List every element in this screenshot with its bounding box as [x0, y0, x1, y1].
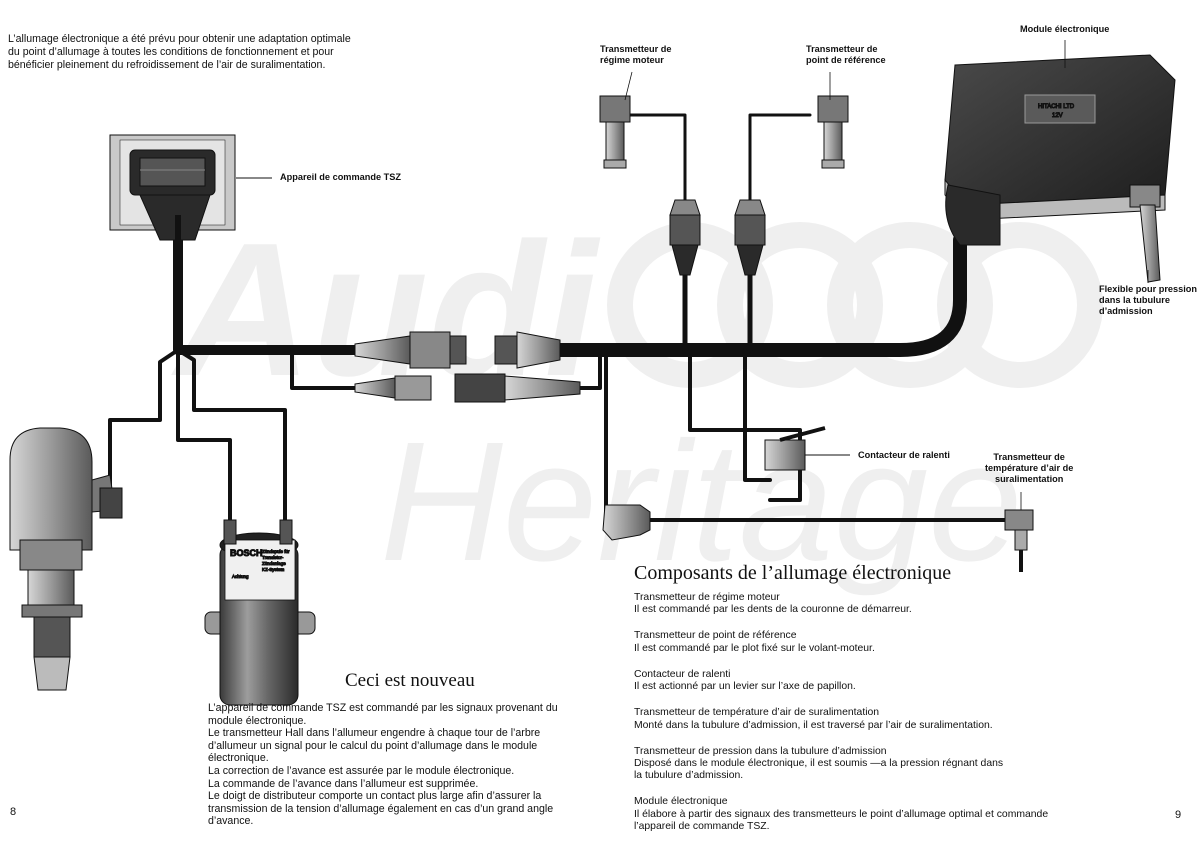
- label-engine-speed-sensor: Transmetteur de régime moteur: [600, 44, 672, 65]
- new-line-1: L’appareil de commande TSZ est commandé …: [208, 702, 558, 727]
- components-title: Composants de l’allumage électronique: [634, 562, 952, 584]
- intro-text: L’allumage électronique a été prévu pour…: [8, 33, 351, 71]
- label-temp-sensor: Transmetteur de température d’air de sur…: [985, 452, 1074, 484]
- coil-brand: BOSCH: [230, 548, 263, 558]
- module-plate-brand: HITACHI LTD: [1038, 104, 1075, 110]
- label-reference-sensor: Transmetteur de point de référence: [806, 44, 886, 65]
- temp-sensor: [602, 504, 1034, 572]
- coil-small-4: KZ-System: [262, 567, 285, 572]
- coil-small-3: Zündanlage: [262, 561, 286, 566]
- label-tsz-control-unit: Appareil de commande TSZ: [280, 172, 401, 182]
- ignition-coil: BOSCH Zündspule für Transistor- Zündanla…: [204, 519, 316, 706]
- electronic-module: HITACHI LTD 12V: [944, 54, 1176, 283]
- harness-connectors: [354, 331, 581, 403]
- new-section-body: L’appareil de commande TSZ est commandé …: [208, 702, 568, 828]
- component-item: Transmetteur de température d’air de sur…: [634, 707, 993, 731]
- coil-small-1: Zündspule für: [262, 549, 290, 554]
- watermark-heritage: Heritage: [380, 407, 1023, 597]
- new-line-5: Le doigt de distributeur comporte un con…: [208, 790, 554, 828]
- wiring-harness: [108, 113, 1012, 522]
- sensor-plugs: [669, 199, 766, 276]
- coil-small-5: Achtung: [232, 574, 249, 579]
- new-line-3: La correction de l’avance est assurée pa…: [208, 764, 515, 777]
- watermark: Audi Heritage: [171, 204, 1103, 597]
- new-section-title: Ceci est nouveau: [345, 670, 475, 691]
- module-plate-voltage: 12V: [1052, 113, 1063, 119]
- label-pressure-hose: Flexible pour pression dans la tubulure …: [1099, 284, 1198, 316]
- new-line-2: Le transmetteur Hall dans l’allumeur eng…: [208, 727, 541, 765]
- label-electronic-module: Module électronique: [1020, 24, 1110, 34]
- tsz-control-unit: [109, 134, 272, 248]
- component-item: Transmetteur de pression dans la tubulur…: [634, 745, 1004, 782]
- new-line-4: La commande de l’avance dans l’allumeur …: [208, 777, 479, 790]
- idle-switch: [764, 426, 850, 471]
- engine-speed-sensor: [599, 95, 631, 169]
- distributor: [9, 427, 123, 691]
- reference-sensor: [817, 95, 849, 169]
- label-idle-switch: Contacteur de ralenti: [858, 450, 950, 460]
- leader-lines: [624, 40, 1149, 510]
- page-number-left: 8: [10, 806, 17, 818]
- page-number-right: 9: [1175, 809, 1182, 821]
- coil-small-2: Transistor-: [262, 555, 284, 560]
